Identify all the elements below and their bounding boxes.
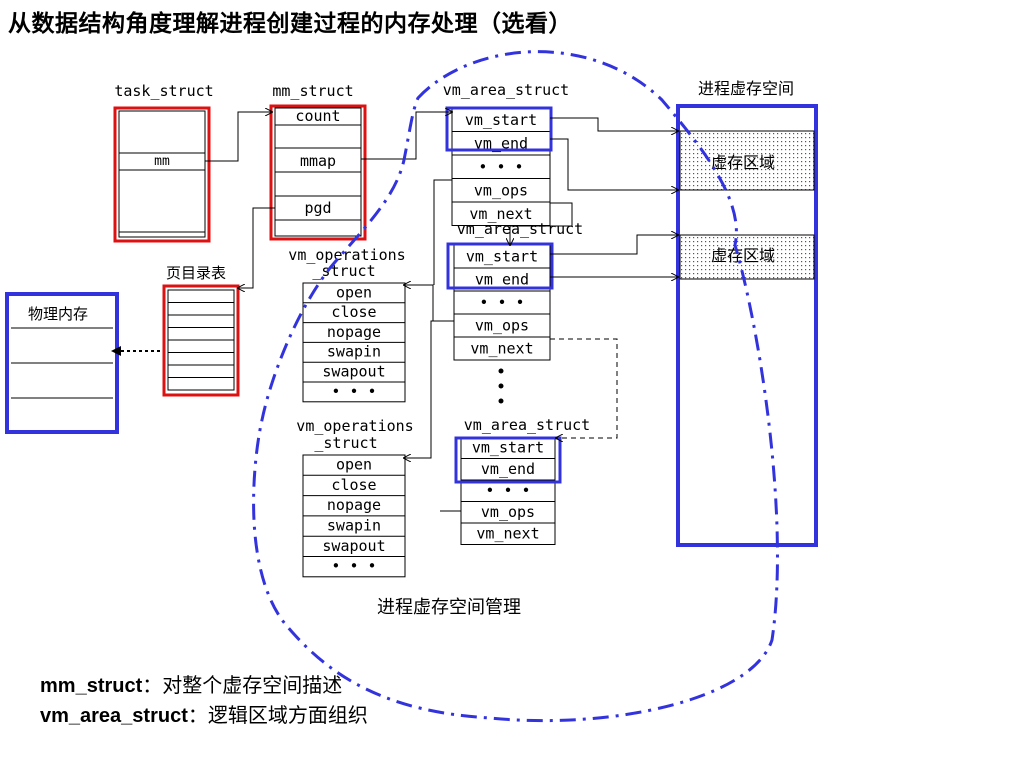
vma1-end-arrow (550, 138, 678, 190)
mm-struct-field-mmap: mmap (300, 152, 336, 170)
vma3-field-vm-ops: vm_ops (481, 503, 535, 521)
physical-memory-label: 物理内存 (28, 305, 88, 323)
vma1-label: vm_area_struct (443, 81, 569, 99)
page-table-red-frame (162, 284, 240, 397)
note-vm-area-struct-desc: 逻辑区域方面组织 (207, 703, 368, 727)
vma3-field-vm-end: vm_end (481, 460, 535, 478)
vmops2-field-swapin: swapin (327, 517, 381, 535)
vspace-management-outline (252, 50, 779, 723)
note-vm-area-struct-term: vm_area_struct (40, 705, 188, 727)
vmops1-field-nopage: nopage (327, 323, 381, 341)
vma1-field-vm-start: vm_start (465, 111, 537, 129)
vmops1-label: vm_operations (288, 246, 405, 264)
vspace-region-2-label: 虚存区域 (711, 246, 775, 265)
mmap-pointer-arrow (361, 112, 452, 160)
vma1-field-ellipsis: • • • (478, 158, 523, 176)
vmops1-field-swapin: swapin (327, 343, 381, 361)
mm-struct-field-pgd: pgd (304, 199, 331, 217)
note-mm-struct: mm_struct：对整个虚存空间描述 (40, 669, 342, 698)
note-mm-struct-term: mm_struct (40, 675, 143, 697)
mm-struct-red-frame (269, 104, 367, 241)
vspace-region-1-label: 虚存区域 (711, 153, 775, 172)
vma-chain-ellipsis-dot (498, 383, 504, 389)
task-struct-red-frame (113, 106, 211, 243)
process-vspace-label: 进程虚存空间 (698, 79, 794, 98)
task-struct-field-mm: mm (154, 154, 170, 169)
vspace-region-2 (679, 234, 815, 280)
vmops1-field-close: close (331, 303, 376, 321)
vmops2-field-open: open (336, 456, 372, 474)
note-mm-struct-desc: 对整个虚存空间描述 (162, 673, 343, 697)
note-vm-area-struct: vm_area_struct：逻辑区域方面组织 (40, 699, 368, 728)
mm-pointer-arrow (205, 112, 272, 162)
process-vspace-blue-frame (676, 104, 818, 547)
vmops2-field-ellipsis: • • • (331, 557, 376, 575)
vspace-region-1 (679, 130, 815, 191)
vma-chain-ellipsis-dot (498, 398, 504, 404)
pgd-pointer-arrow (238, 207, 275, 288)
vma1-field-vm-next: vm_next (469, 205, 532, 223)
vma2-field-vm-start: vm_start (466, 248, 538, 266)
vma3-field-vm-start: vm_start (472, 438, 544, 456)
vmops2-field-nopage: nopage (327, 496, 381, 514)
task-struct-box (118, 110, 206, 238)
note-vm-area-struct-sep: ： (187, 703, 208, 727)
task-struct-label: task_struct (114, 82, 213, 100)
mm-struct-label: mm_struct (272, 82, 353, 100)
mm-struct-field-count: count (295, 107, 340, 125)
vmops1-field-swapout: swapout (322, 362, 385, 380)
vmops2-label: vm_operations (296, 417, 413, 435)
page-table-label: 页目录表 (166, 264, 226, 282)
vma3-label: vm_area_struct (464, 416, 590, 434)
vma3-field-ellipsis: • • • (485, 481, 530, 499)
vspace-management-label: 进程虚存空间管理 (377, 597, 521, 618)
physical-memory-blue-frame (5, 292, 119, 434)
vma3-blue-highlight (454, 436, 562, 484)
vma-chain-ellipsis-dot (498, 368, 504, 374)
vma2-ops-arrow-2 (404, 320, 454, 458)
vma2-field-vm-next: vm_next (470, 340, 533, 358)
vma1-start-arrow (550, 117, 678, 131)
vma2-field-vm-end: vm_end (475, 271, 529, 289)
vma2-field-ellipsis: • • • (479, 294, 524, 312)
vma2-label: vm_area_struct (457, 220, 583, 238)
vma1-next-arrow (510, 202, 573, 245)
vma1-ops-line (433, 179, 452, 285)
vmops1-field-open: open (336, 283, 372, 301)
vmops1-label-suffix: _struct (312, 262, 375, 280)
vma2-ops-arrow (404, 285, 454, 322)
note-mm-struct-sep: ： (142, 673, 163, 697)
vma2-start-arrow (550, 235, 678, 255)
vma1-blue-highlight (445, 106, 553, 152)
vmops2-label-suffix: _struct (314, 434, 377, 452)
vmops1-field-ellipsis: • • • (331, 382, 376, 400)
vma3-field-vm-next: vm_next (476, 524, 539, 542)
vma2-blue-highlight (446, 242, 554, 290)
vmops2-field-close: close (331, 476, 376, 494)
vmops2-field-swapout: swapout (322, 537, 385, 555)
page-title: 从数据结构角度理解进程创建过程的内存处理（选看） (8, 11, 572, 37)
vma1-field-vm-end: vm_end (474, 134, 528, 152)
vma2-field-vm-ops: vm_ops (475, 317, 529, 335)
vma1-field-vm-ops: vm_ops (474, 181, 528, 199)
